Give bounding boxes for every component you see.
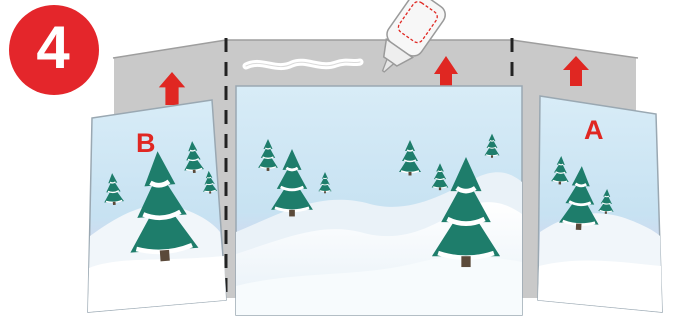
center-panel [236,86,522,315]
left-panel [88,100,226,312]
panel-label-b: B [136,128,156,159]
step-number: 4 [6,2,100,96]
panel-label-a: A [584,115,604,146]
